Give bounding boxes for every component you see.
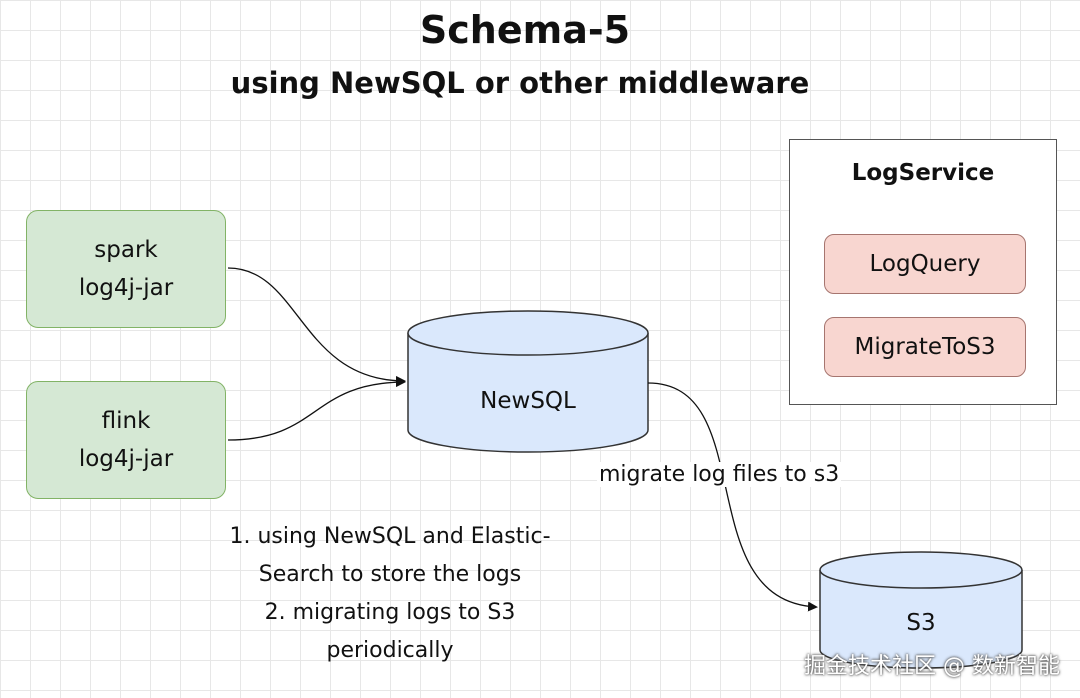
- migratetos3-node: MigrateToS3: [824, 317, 1026, 377]
- logquery-node: LogQuery: [824, 234, 1026, 294]
- spark-source-label: spark: [94, 237, 158, 263]
- s3-storage: [819, 551, 1023, 669]
- flink-source-label: flink: [101, 408, 151, 434]
- newsql-database: [407, 310, 649, 453]
- newsql-to-s3-connector: [647, 382, 818, 612]
- newsql-label: NewSQL: [480, 388, 576, 414]
- note-line: periodically: [326, 638, 454, 663]
- diagram-subtitle: using NewSQL or other middleware: [230, 66, 810, 100]
- s3-label: S3: [906, 610, 936, 636]
- note-line: 1. using NewSQL and Elastic-: [229, 524, 551, 549]
- logservice-container: LogService LogQuery MigrateToS3: [789, 139, 1057, 405]
- notes-text: 1. using NewSQL and Elastic- Search to s…: [190, 518, 590, 670]
- flink-source-sublabel: log4j-jar: [78, 446, 174, 472]
- spark-source-node: spark log4j-jar: [26, 210, 226, 328]
- flink-source-node: flink log4j-jar: [26, 381, 226, 499]
- diagram-title: Schema-5: [419, 8, 631, 52]
- migrate-edge-label: migrate log files to s3: [597, 462, 842, 487]
- spark-source-sublabel: log4j-jar: [78, 275, 174, 301]
- spark-to-newsql-connector: [227, 267, 406, 386]
- flink-to-newsql-connector: [227, 377, 406, 441]
- logservice-title: LogService: [851, 160, 995, 186]
- note-line: 2. migrating logs to S3: [264, 600, 516, 625]
- note-line: Search to store the logs: [258, 562, 522, 587]
- watermark: 掘金技术社区 @ 数新智能: [804, 654, 1060, 679]
